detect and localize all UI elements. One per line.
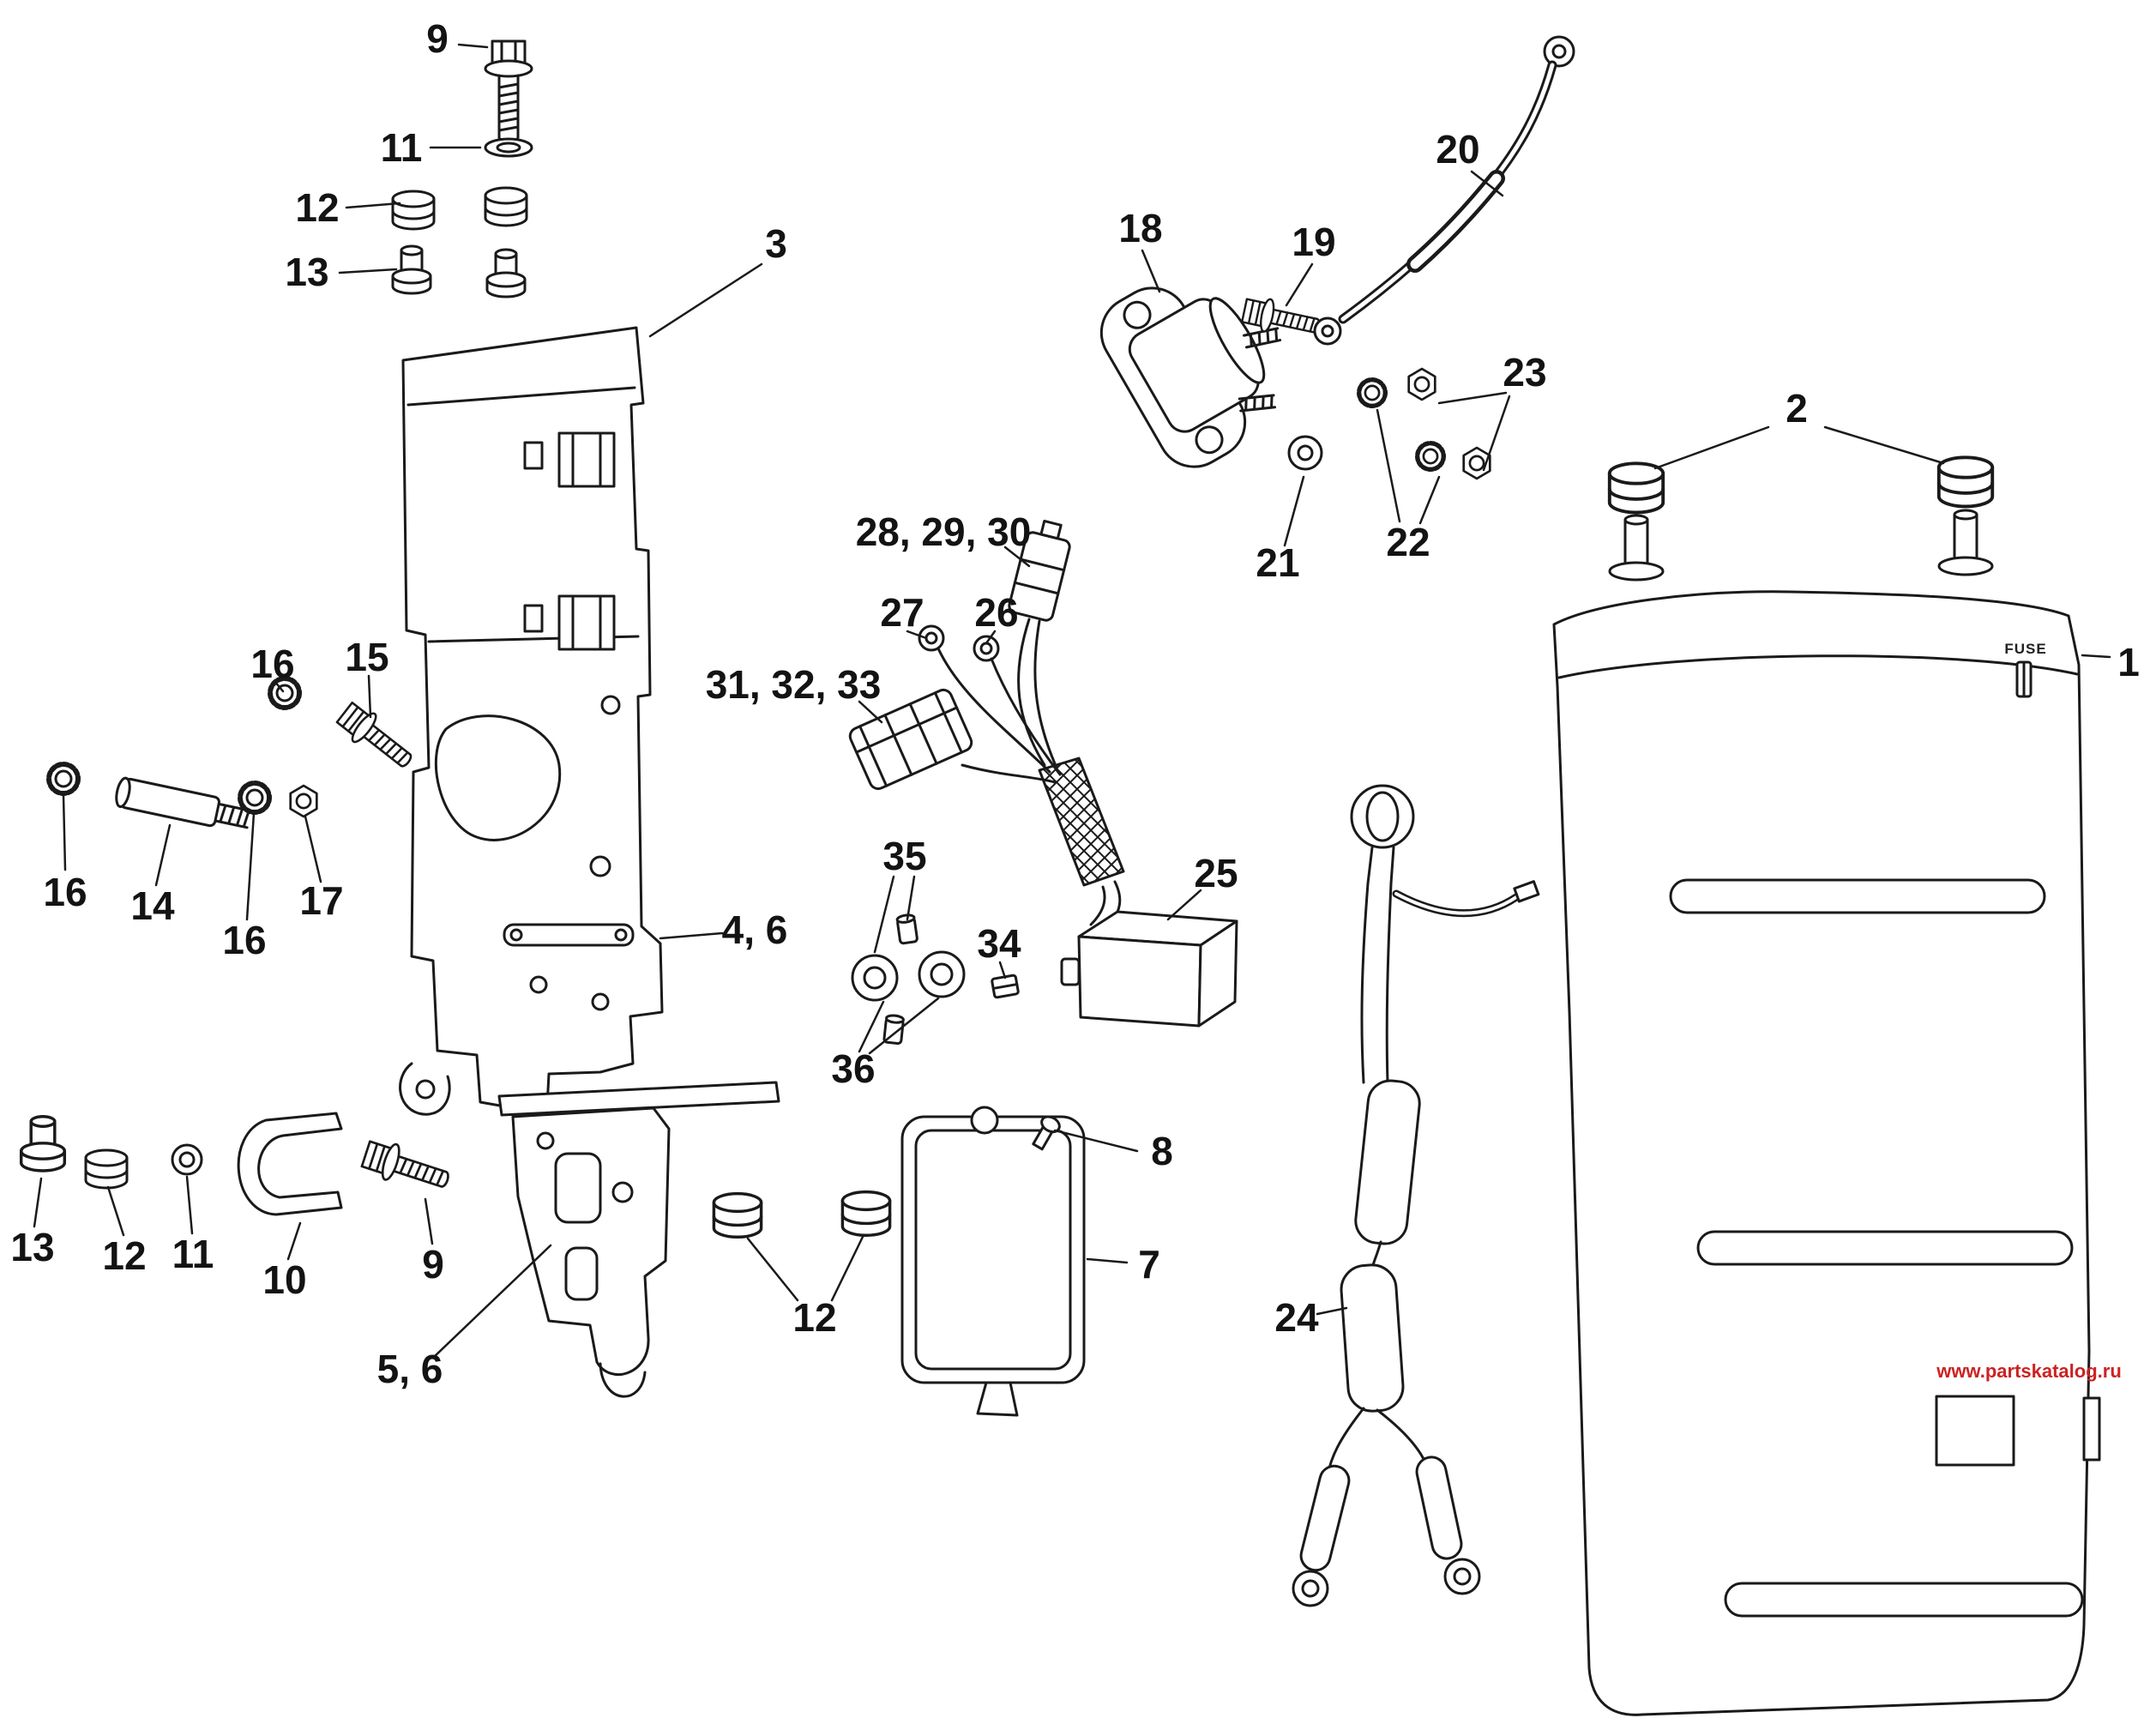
mounting-bracket [399, 326, 780, 1398]
grommet-set [851, 913, 1020, 1046]
leader-lines [33, 43, 2111, 1359]
callout-21: 21 [1256, 540, 1299, 585]
callout-22: 22 [1386, 520, 1430, 564]
callout-20: 20 [1436, 127, 1479, 172]
callout-31-32-33: 31, 32, 33 [706, 662, 882, 707]
watermark: www.partskatalog.ru [1936, 1360, 2122, 1382]
wire-harness [848, 519, 1125, 926]
callout-9-b: 9 [422, 1242, 444, 1287]
standoff-hardware [49, 678, 420, 829]
callout-34: 34 [977, 921, 1021, 966]
callout-9-top: 9 [426, 16, 449, 61]
callout-23: 23 [1503, 350, 1546, 395]
electrical-cover [1552, 455, 2101, 1716]
grommets-center [712, 1190, 892, 1239]
callout-1: 1 [2117, 640, 2140, 684]
relay [1060, 910, 1238, 1028]
retainer-clip [991, 973, 1020, 999]
callout-35: 35 [882, 834, 926, 878]
callout-10: 10 [262, 1257, 306, 1302]
callout-5-6: 5, 6 [377, 1347, 443, 1391]
callout-11-top: 11 [381, 125, 423, 170]
solenoid-assembly [1099, 286, 1491, 480]
callout-8: 8 [1151, 1129, 1173, 1173]
callout-14: 14 [130, 883, 175, 928]
callout-16-a: 16 [250, 642, 294, 686]
callout-12-b: 12 [102, 1233, 146, 1278]
callout-7: 7 [1138, 1242, 1160, 1287]
ecu-module [900, 1106, 1086, 1417]
callout-28-29-30: 28, 29, 30 [856, 509, 1032, 554]
callout-4-6: 4, 6 [722, 907, 788, 952]
callout-19: 19 [1292, 220, 1335, 264]
callout-11-b: 11 [172, 1232, 214, 1276]
clamp-hardware [19, 1112, 455, 1216]
callout-15: 15 [345, 635, 388, 679]
standoff-spacer [115, 776, 252, 829]
callout-3: 3 [765, 221, 787, 266]
battery-cable [1313, 35, 1575, 346]
flat-washer [1287, 435, 1323, 471]
callout-18: 18 [1118, 206, 1162, 250]
callout-24: 24 [1274, 1295, 1319, 1340]
callout-13-top: 13 [285, 250, 328, 294]
callout-36: 36 [831, 1046, 875, 1091]
callout-12-top: 12 [295, 185, 339, 230]
callout-13-b: 13 [10, 1225, 54, 1269]
ecu-screw [1032, 1115, 1061, 1151]
cable-assembly [1292, 784, 1540, 1607]
callout-26: 26 [974, 590, 1018, 635]
fuse-icon [2015, 660, 2033, 698]
callout-25: 25 [1194, 851, 1238, 895]
fuse-text: FUSE [2004, 641, 2046, 657]
callout-16-b: 16 [43, 870, 87, 914]
callout-17: 17 [299, 878, 343, 923]
callout-labels: 9 11 12 13 3 18 19 20 23 2 21 22 28, 29,… [10, 16, 2139, 1391]
callout-2: 2 [1786, 386, 1808, 431]
callout-12-c: 12 [792, 1295, 836, 1340]
callout-27: 27 [880, 590, 924, 635]
callout-16-c: 16 [222, 918, 266, 962]
